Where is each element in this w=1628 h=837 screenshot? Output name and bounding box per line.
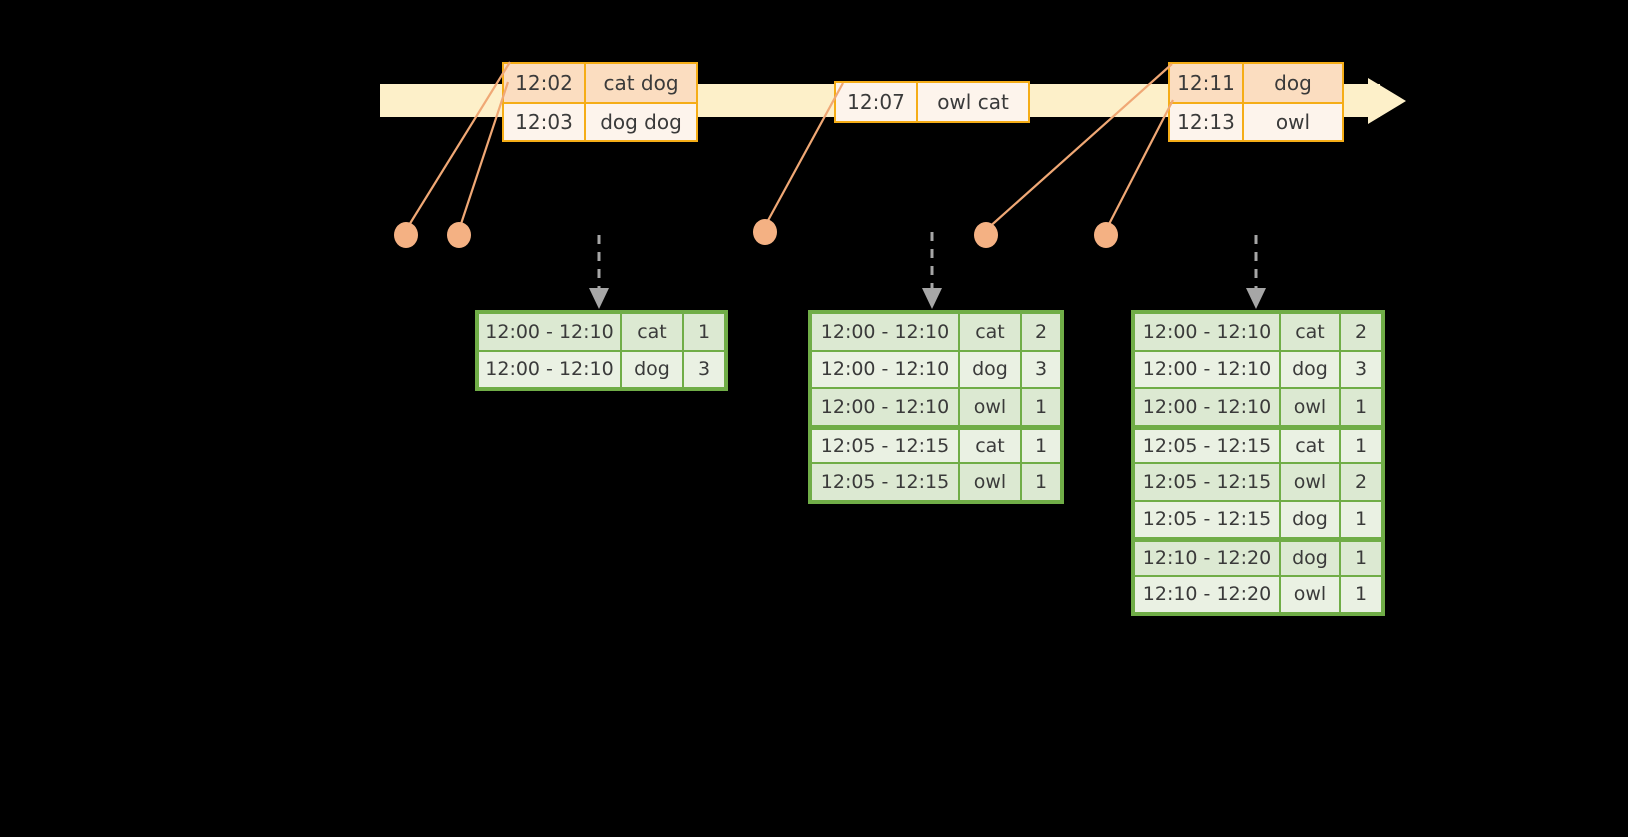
window-cell: 12:05 - 12:15 <box>811 428 959 463</box>
count-cell: 1 <box>1340 428 1382 463</box>
word-cell: dog <box>1280 500 1340 538</box>
window-cell: 12:10 - 12:20 <box>1134 575 1280 613</box>
count-cell: 1 <box>1021 388 1061 426</box>
connector-dots <box>394 219 1118 248</box>
event-time: 12:13 <box>1170 104 1244 140</box>
event-words: dog dog <box>586 104 696 140</box>
word-cell: cat <box>959 428 1021 463</box>
word-cell: dog <box>621 350 683 388</box>
word-cell: cat <box>621 313 683 351</box>
window-cell: 12:05 - 12:15 <box>1134 463 1280 501</box>
window-cell: 12:05 - 12:15 <box>1134 428 1280 463</box>
event-words: owl cat <box>918 83 1028 121</box>
word-cell: owl <box>1280 463 1340 501</box>
window-cell: 12:10 - 12:20 <box>1134 541 1280 576</box>
flow-arrow-1-head <box>589 288 609 309</box>
flow-arrows <box>589 232 1266 309</box>
event-dot-4 <box>974 222 998 248</box>
event-time: 12:02 <box>504 64 586 102</box>
timeline-arrow-icon <box>1368 78 1406 124</box>
event-dot-2 <box>447 222 471 248</box>
word-cell: cat <box>959 313 1021 351</box>
word-cell: owl <box>1280 388 1340 426</box>
window-cell: 12:00 - 12:10 <box>811 388 959 426</box>
word-cell: dog <box>1280 350 1340 388</box>
window-cell: 12:00 - 12:10 <box>1134 350 1280 388</box>
window-cell: 12:05 - 12:15 <box>1134 500 1280 538</box>
flow-arrow-2-head <box>922 288 942 309</box>
event-time: 12:07 <box>836 83 918 121</box>
count-cell: 2 <box>1340 463 1382 501</box>
count-cell: 1 <box>1340 541 1382 576</box>
window-cell: 12:00 - 12:10 <box>1134 313 1280 351</box>
word-cell: cat <box>1280 428 1340 463</box>
count-cell: 2 <box>1021 313 1061 351</box>
event-time: 12:03 <box>504 104 586 140</box>
window-cell: 12:00 - 12:10 <box>811 350 959 388</box>
count-cell: 1 <box>1340 575 1382 613</box>
event-dot-1 <box>394 222 418 248</box>
word-cell: cat <box>1280 313 1340 351</box>
window-cell: 12:05 - 12:15 <box>811 463 959 501</box>
count-cell: 1 <box>1021 463 1061 501</box>
word-cell: owl <box>959 463 1021 501</box>
count-cell: 3 <box>1340 350 1382 388</box>
connector-line-5 <box>1105 99 1174 231</box>
count-cell: 3 <box>1021 350 1061 388</box>
event-time: 12:11 <box>1170 64 1244 102</box>
window-cell: 12:00 - 12:10 <box>1134 388 1280 426</box>
window-cell: 12:00 - 12:10 <box>478 350 621 388</box>
flow-arrow-3-head <box>1246 288 1266 309</box>
count-cell: 2 <box>1340 313 1382 351</box>
window-cell: 12:00 - 12:10 <box>478 313 621 351</box>
event-words: owl <box>1244 104 1342 140</box>
event-words: cat dog <box>586 64 696 102</box>
event-words: dog <box>1244 64 1342 102</box>
word-cell: dog <box>959 350 1021 388</box>
count-cell: 1 <box>1021 428 1061 463</box>
window-cell: 12:00 - 12:10 <box>811 313 959 351</box>
event-dot-3 <box>753 219 777 245</box>
word-cell: owl <box>959 388 1021 426</box>
word-cell: owl <box>1280 575 1340 613</box>
count-cell: 1 <box>1340 388 1382 426</box>
count-cell: 1 <box>1340 500 1382 538</box>
word-cell: dog <box>1280 541 1340 576</box>
count-cell: 3 <box>683 350 725 388</box>
count-cell: 1 <box>683 313 725 351</box>
event-dot-5 <box>1094 222 1118 248</box>
